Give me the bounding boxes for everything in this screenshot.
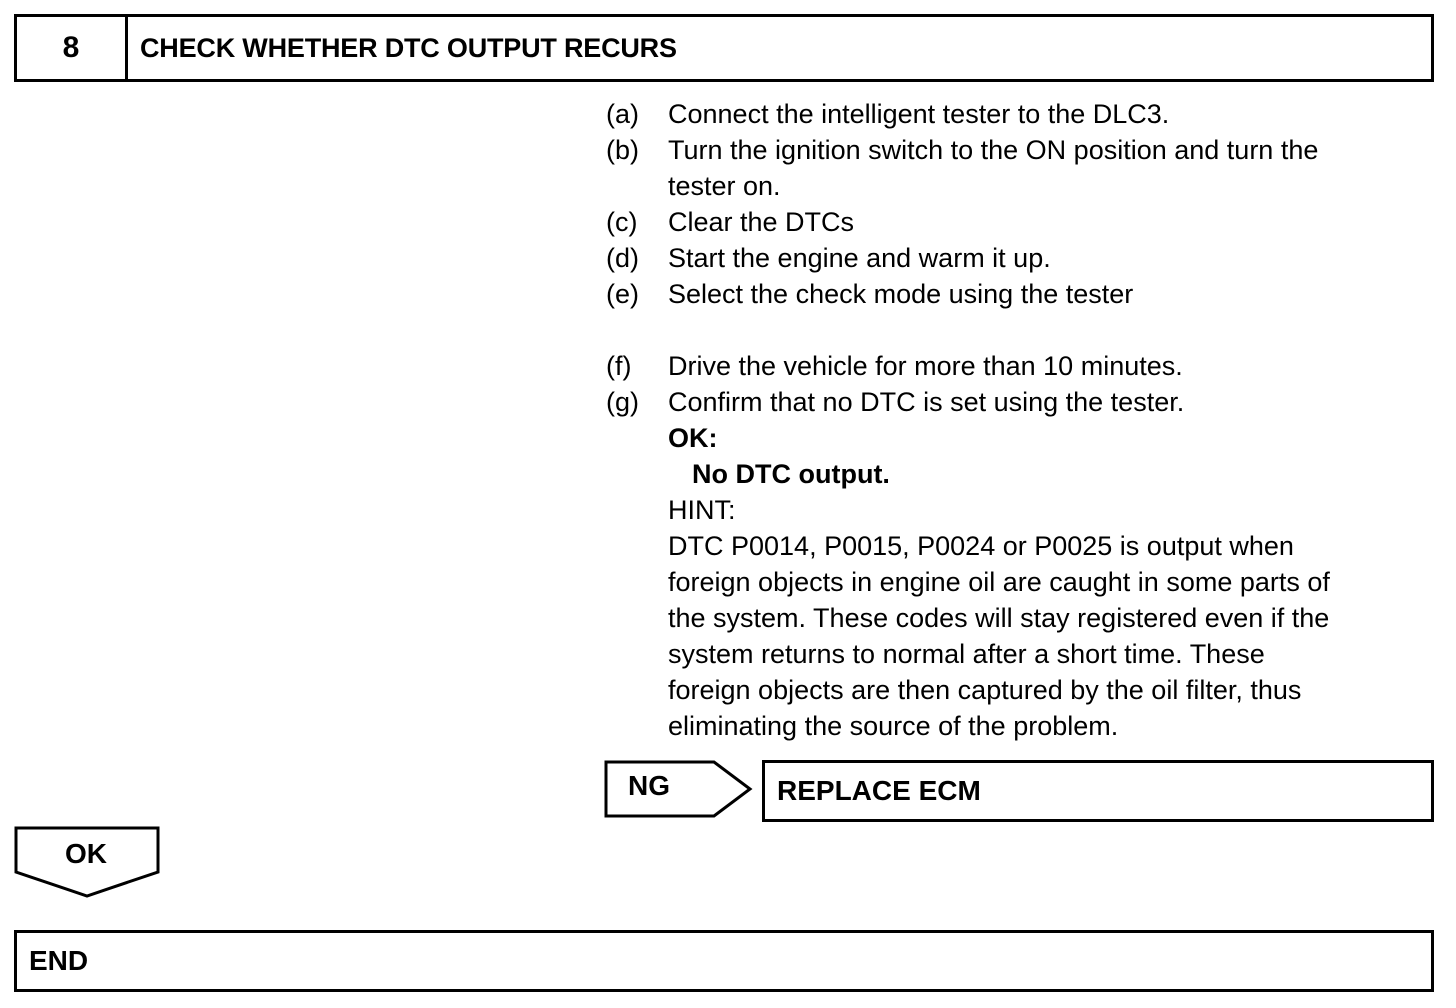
ok-arrow-shape: [14, 826, 160, 898]
hint-line: the system. These codes will stay regist…: [668, 603, 1330, 633]
ng-action-box: REPLACE ECM: [762, 760, 1434, 822]
step-text: Connect the intelligent tester to the DL…: [668, 99, 1170, 129]
hint-line: system returns to normal after a short t…: [668, 639, 1265, 669]
end-label: END: [29, 945, 89, 976]
step-letter: (e): [606, 279, 639, 309]
step-text-line: tester on.: [668, 171, 781, 201]
step-item-g: (g) Confirm that no DTC is set using the…: [606, 384, 1426, 420]
step-item-d: (d) Start the engine and warm it up.: [606, 240, 1426, 276]
procedure-steps: (a) Connect the intelligent tester to th…: [606, 96, 1426, 744]
step-text: Confirm that no DTC is set using the tes…: [668, 387, 1185, 417]
step-text: Start the engine and warm it up.: [668, 243, 1051, 273]
ok-criteria-label: OK:: [668, 423, 718, 453]
step-item-f: (f) Drive the vehicle for more than 10 m…: [606, 348, 1426, 384]
spacer: [606, 312, 1426, 348]
step-header: 8 CHECK WHETHER DTC OUTPUT RECURS: [14, 14, 1434, 82]
step-letter: (c): [606, 207, 638, 237]
step-text: Select the check mode using the tester: [668, 279, 1134, 309]
step-text-line: Turn the ignition switch to the ON posit…: [668, 135, 1319, 165]
hint-line: foreign objects in engine oil are caught…: [668, 567, 1330, 597]
ng-action-text: REPLACE ECM: [777, 775, 981, 806]
step-title: CHECK WHETHER DTC OUTPUT RECURS: [140, 32, 677, 63]
step-letter: (g): [606, 387, 639, 417]
ok-label: OK: [65, 838, 107, 869]
step-item-a: (a) Connect the intelligent tester to th…: [606, 96, 1426, 132]
hint-line: foreign objects are then captured by the…: [668, 675, 1302, 705]
end-box: END: [14, 930, 1434, 992]
step-text: Drive the vehicle for more than 10 minut…: [668, 351, 1183, 381]
step-letter: (b): [606, 135, 639, 165]
step-text: Turn the ignition switch to the ON posit…: [668, 132, 1426, 204]
step-item-b: (b) Turn the ignition switch to the ON p…: [606, 132, 1426, 204]
hint-line: DTC P0014, P0015, P0024 or P0025 is outp…: [668, 531, 1294, 561]
step-letter: (f): [606, 351, 632, 381]
ng-label: NG: [628, 770, 670, 801]
ok-criteria-value: No DTC output.: [692, 459, 890, 489]
step-number: 8: [17, 17, 128, 79]
step-text: Clear the DTCs: [668, 207, 855, 237]
ng-branch-arrow: NG: [604, 760, 754, 818]
hint-label: HINT:: [668, 495, 736, 525]
step-letter: (d): [606, 243, 639, 273]
ok-branch-arrow: OK: [14, 826, 162, 900]
hint-line: eliminating the source of the problem.: [668, 711, 1119, 741]
ng-arrow-shape: [604, 760, 753, 818]
step-item-c: (c) Clear the DTCs: [606, 204, 1426, 240]
step-letter: (a): [606, 99, 639, 129]
step-item-e: (e) Select the check mode using the test…: [606, 276, 1426, 312]
